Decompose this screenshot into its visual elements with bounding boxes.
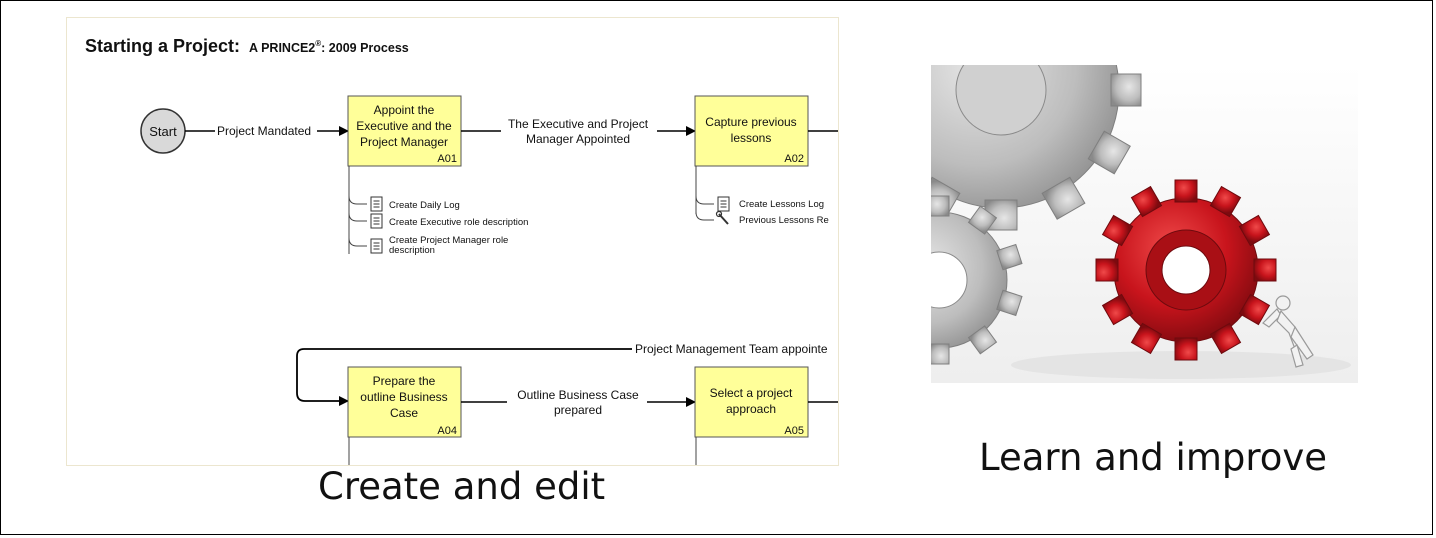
diagram-title: Starting a Project:	[85, 36, 240, 56]
a01-code: A01	[437, 153, 457, 165]
activity-a04	[347, 366, 462, 438]
pushing-figure	[1262, 295, 1314, 368]
edge-label-pmt-appointed: Project Management Team appointe	[635, 342, 828, 356]
edge-label-line1: Outline Business Case	[517, 388, 639, 402]
a02-code: A02	[784, 153, 804, 165]
edge-label-line2: prepared	[554, 403, 602, 417]
edge-label-bg	[507, 386, 647, 416]
a04-line2: outline Business	[360, 390, 447, 404]
red-gear	[1095, 179, 1277, 361]
output-branch	[348, 195, 367, 205]
activity-a02	[694, 95, 809, 167]
a02-line2: lessons	[731, 131, 772, 145]
edge-label-line2: Manager Appointed	[526, 132, 630, 146]
activity-a05	[694, 366, 809, 438]
document-icon	[370, 196, 383, 212]
process-diagram: Starting a Project: A PRINCE2®: 2009 Pro…	[66, 17, 839, 466]
loopback-edge	[296, 348, 838, 406]
output-previous-lessons: Previous Lessons Re	[739, 215, 829, 226]
a04-line1: Prepare the	[373, 374, 436, 388]
output-pm-role-line2: description	[389, 245, 435, 256]
output-branch	[695, 211, 714, 221]
a05-line2: approach	[726, 402, 776, 416]
output-executive-role: Create Executive role description	[389, 217, 528, 228]
registered-mark: ®	[315, 39, 321, 48]
edge-label-project-mandated: Project Mandated	[217, 124, 311, 138]
output-create-lessons-log: Create Lessons Log	[739, 199, 824, 210]
document-icon	[370, 213, 383, 229]
output-branch	[348, 237, 367, 247]
diagram-subtitle: A PRINCE2	[249, 41, 315, 55]
output-branch	[348, 212, 367, 222]
output-pm-role-line1: Create Project Manager role	[389, 235, 508, 246]
caption-create-and-edit: Create and edit	[318, 465, 606, 508]
edge-label-bg	[501, 116, 657, 146]
caption-learn-and-improve: Learn and improve	[979, 436, 1328, 479]
output-branch	[695, 195, 714, 205]
a05-code: A05	[784, 425, 804, 437]
a05-line1: Select a project	[710, 386, 793, 400]
a04-line3: Case	[390, 406, 418, 420]
small-grey-gear	[931, 195, 1023, 365]
a01-line1: Appoint the	[374, 103, 435, 117]
a01-line3: Project Manager	[360, 135, 448, 149]
gears-illustration	[931, 65, 1358, 383]
edge-label-bg	[632, 340, 838, 356]
large-grey-gear	[931, 65, 1142, 231]
a01-line2: Executive and the	[356, 119, 452, 133]
edge-label-line1: The Executive and Project	[508, 117, 649, 131]
diagram-subtitle-tail: : 2009 Process	[321, 41, 409, 55]
start-label: Start	[149, 124, 177, 139]
output-create-daily-log: Create Daily Log	[389, 200, 460, 211]
a04-code: A04	[437, 425, 457, 437]
document-icon	[370, 238, 383, 254]
a02-line1: Capture previous	[705, 115, 796, 129]
document-icon	[717, 196, 730, 212]
wrench-icon	[715, 210, 729, 225]
floor-shadow	[1011, 351, 1351, 379]
svg-text:Starting a Project: A PR: Starting a Project: A PRINCE2®: 2009 Pro…	[85, 36, 409, 56]
